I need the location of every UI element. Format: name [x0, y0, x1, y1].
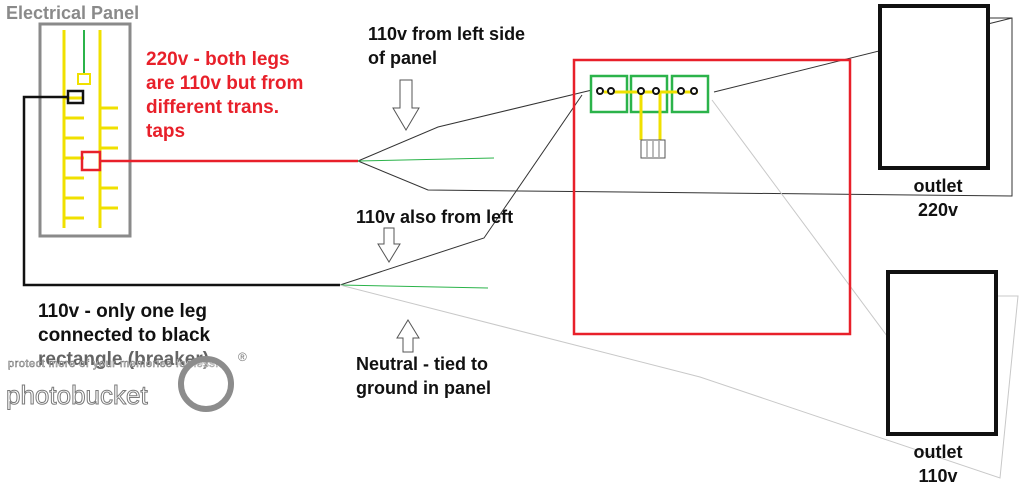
outlet-110v-label: outlet 110v	[888, 440, 988, 488]
panel-title: Electrical Panel	[6, 3, 140, 23]
note-220v-line: 220v - both legs	[146, 49, 290, 70]
junction-box	[572, 58, 852, 336]
note-neutral-line: ground in panel	[356, 378, 491, 398]
wire-nut-lines	[646, 141, 660, 157]
note-one-leg-line: rectangle (breaker)	[38, 349, 210, 370]
arrow-down-top-icon	[392, 79, 420, 131]
terminal-jumpers	[604, 90, 698, 140]
cable-220-upper-leg	[357, 89, 593, 162]
red-breaker	[80, 150, 102, 172]
note-neutral: Neutral - tied to ground in panel	[356, 352, 491, 400]
outlet-label-line: 110v	[918, 466, 958, 486]
electrical-panel-frame	[38, 22, 132, 238]
outlet-220v	[878, 4, 990, 170]
terminal-2	[629, 74, 669, 114]
photobucket-watermark: protect more of your memories for less! …	[0, 344, 257, 418]
note-110v-line: 110v from left side	[368, 24, 526, 44]
note-220v-line: different trans.	[146, 97, 280, 118]
photobucket-logo-icon	[178, 356, 234, 412]
note-110v-also-left: 110v also from left	[356, 207, 514, 227]
note-one-leg-line: connected to black	[38, 325, 211, 346]
outlet-label-line: 220v	[917, 200, 959, 220]
panel-small-breaker	[77, 73, 91, 85]
arrow-down-mid-icon	[377, 227, 401, 263]
watermark-tagline: protect more of your memories for less!	[8, 358, 219, 371]
note-220v-line: are 110v but from	[146, 73, 304, 94]
outlet-220v-label: outlet 220v	[888, 174, 988, 222]
terminal-3	[670, 74, 710, 114]
junction-to-outlet-110	[711, 99, 891, 341]
note-one-leg: 110v - only one leg connected to black r…	[38, 300, 210, 372]
panel-bus-bars	[62, 30, 118, 228]
cable-220-ground	[357, 157, 495, 162]
registered-mark: ®	[238, 350, 247, 364]
watermark-logo-text: photobucket	[6, 380, 149, 411]
terminal-screws	[596, 87, 698, 95]
arrow-up-neutral-icon	[396, 319, 420, 353]
outlet-label-line: outlet	[913, 176, 963, 196]
note-one-leg-line: 110v - only one leg	[38, 301, 207, 322]
cable-220-lower-leg	[357, 17, 1013, 197]
outlet-110v	[886, 270, 998, 436]
note-neutral-line: Neutral - tied to	[356, 354, 489, 374]
note-110v-line: of panel	[368, 48, 438, 68]
outlet-label-line: outlet	[913, 442, 963, 462]
note-220v-line: taps	[146, 121, 186, 142]
cable-110-ground	[339, 284, 489, 289]
note-110v-left-side: 110v from left side of panel	[368, 22, 525, 70]
cable-110-neutral	[339, 284, 1019, 479]
note-220v: 220v - both legs are 110v but from diffe…	[146, 48, 303, 144]
terminal-1	[589, 74, 629, 114]
cable-110-hot	[339, 94, 583, 286]
black-wire-110v	[22, 95, 340, 287]
